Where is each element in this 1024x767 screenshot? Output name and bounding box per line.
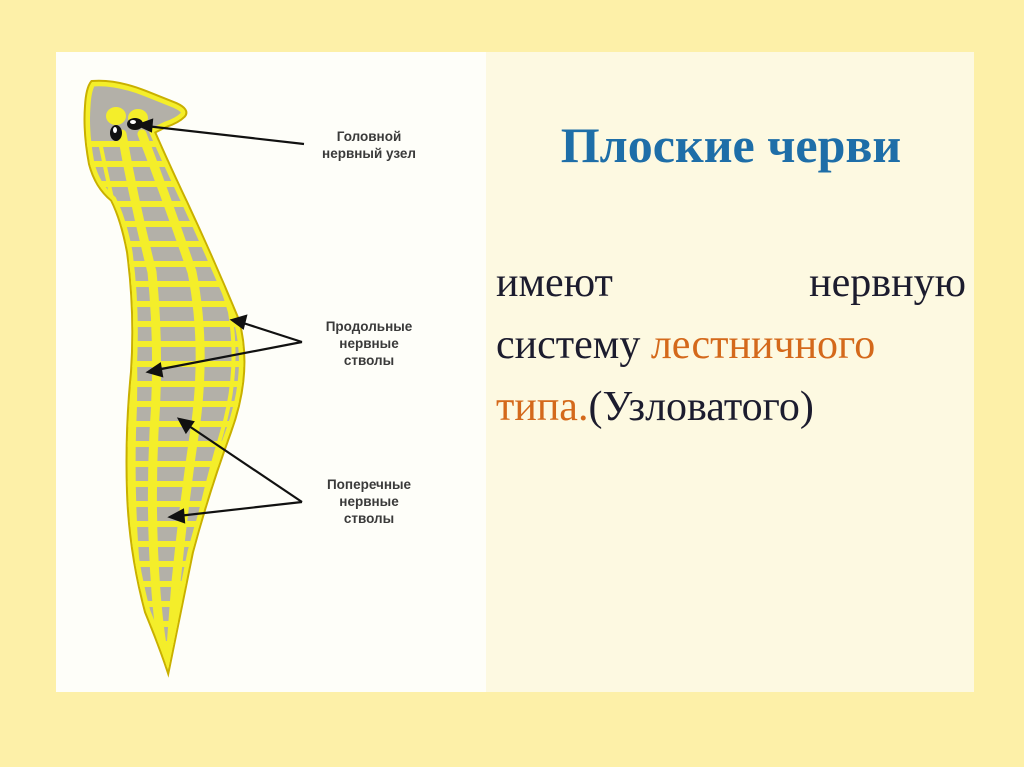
body-line-2: систему лестничного — [496, 314, 966, 376]
body-text-type-accent: типа. — [496, 384, 589, 430]
diagram-panel: Головной нервный узел Продольные нервные… — [56, 52, 486, 692]
slide-card: Головной нервный узел Продольные нервные… — [56, 52, 974, 692]
label-longitudinal-trunks: Продольные нервные стволы — [325, 319, 413, 368]
slide-body-text: имеют нервную систему лестничного типа.(… — [496, 252, 966, 438]
body-text-ladder-accent: лестничного — [650, 322, 876, 368]
body-text-system: систему — [496, 322, 641, 368]
pointer-arrows — [135, 118, 305, 524]
eye-spot-highlight — [130, 120, 136, 124]
planarian-nervous-system-illustration — [83, 79, 305, 678]
label-transverse-trunks: Поперечные нервные стволы — [326, 477, 412, 526]
body-text-nodular: (Узловатого) — [588, 384, 814, 430]
text-panel: Плоские черви имеют нервную систему лест… — [496, 52, 966, 692]
eye-spot — [110, 125, 122, 141]
slide-title: Плоские черви — [560, 117, 902, 173]
head-ganglion-left — [106, 107, 126, 125]
body-line-3: типа.(Узловатого) — [496, 376, 966, 438]
body-line-1: имеют нервную — [496, 260, 966, 306]
longitudinal-nerve-trunks — [117, 129, 205, 669]
eye-spot-highlight — [113, 127, 117, 133]
label-head-ganglion: Головной нервный узел — [322, 129, 416, 161]
